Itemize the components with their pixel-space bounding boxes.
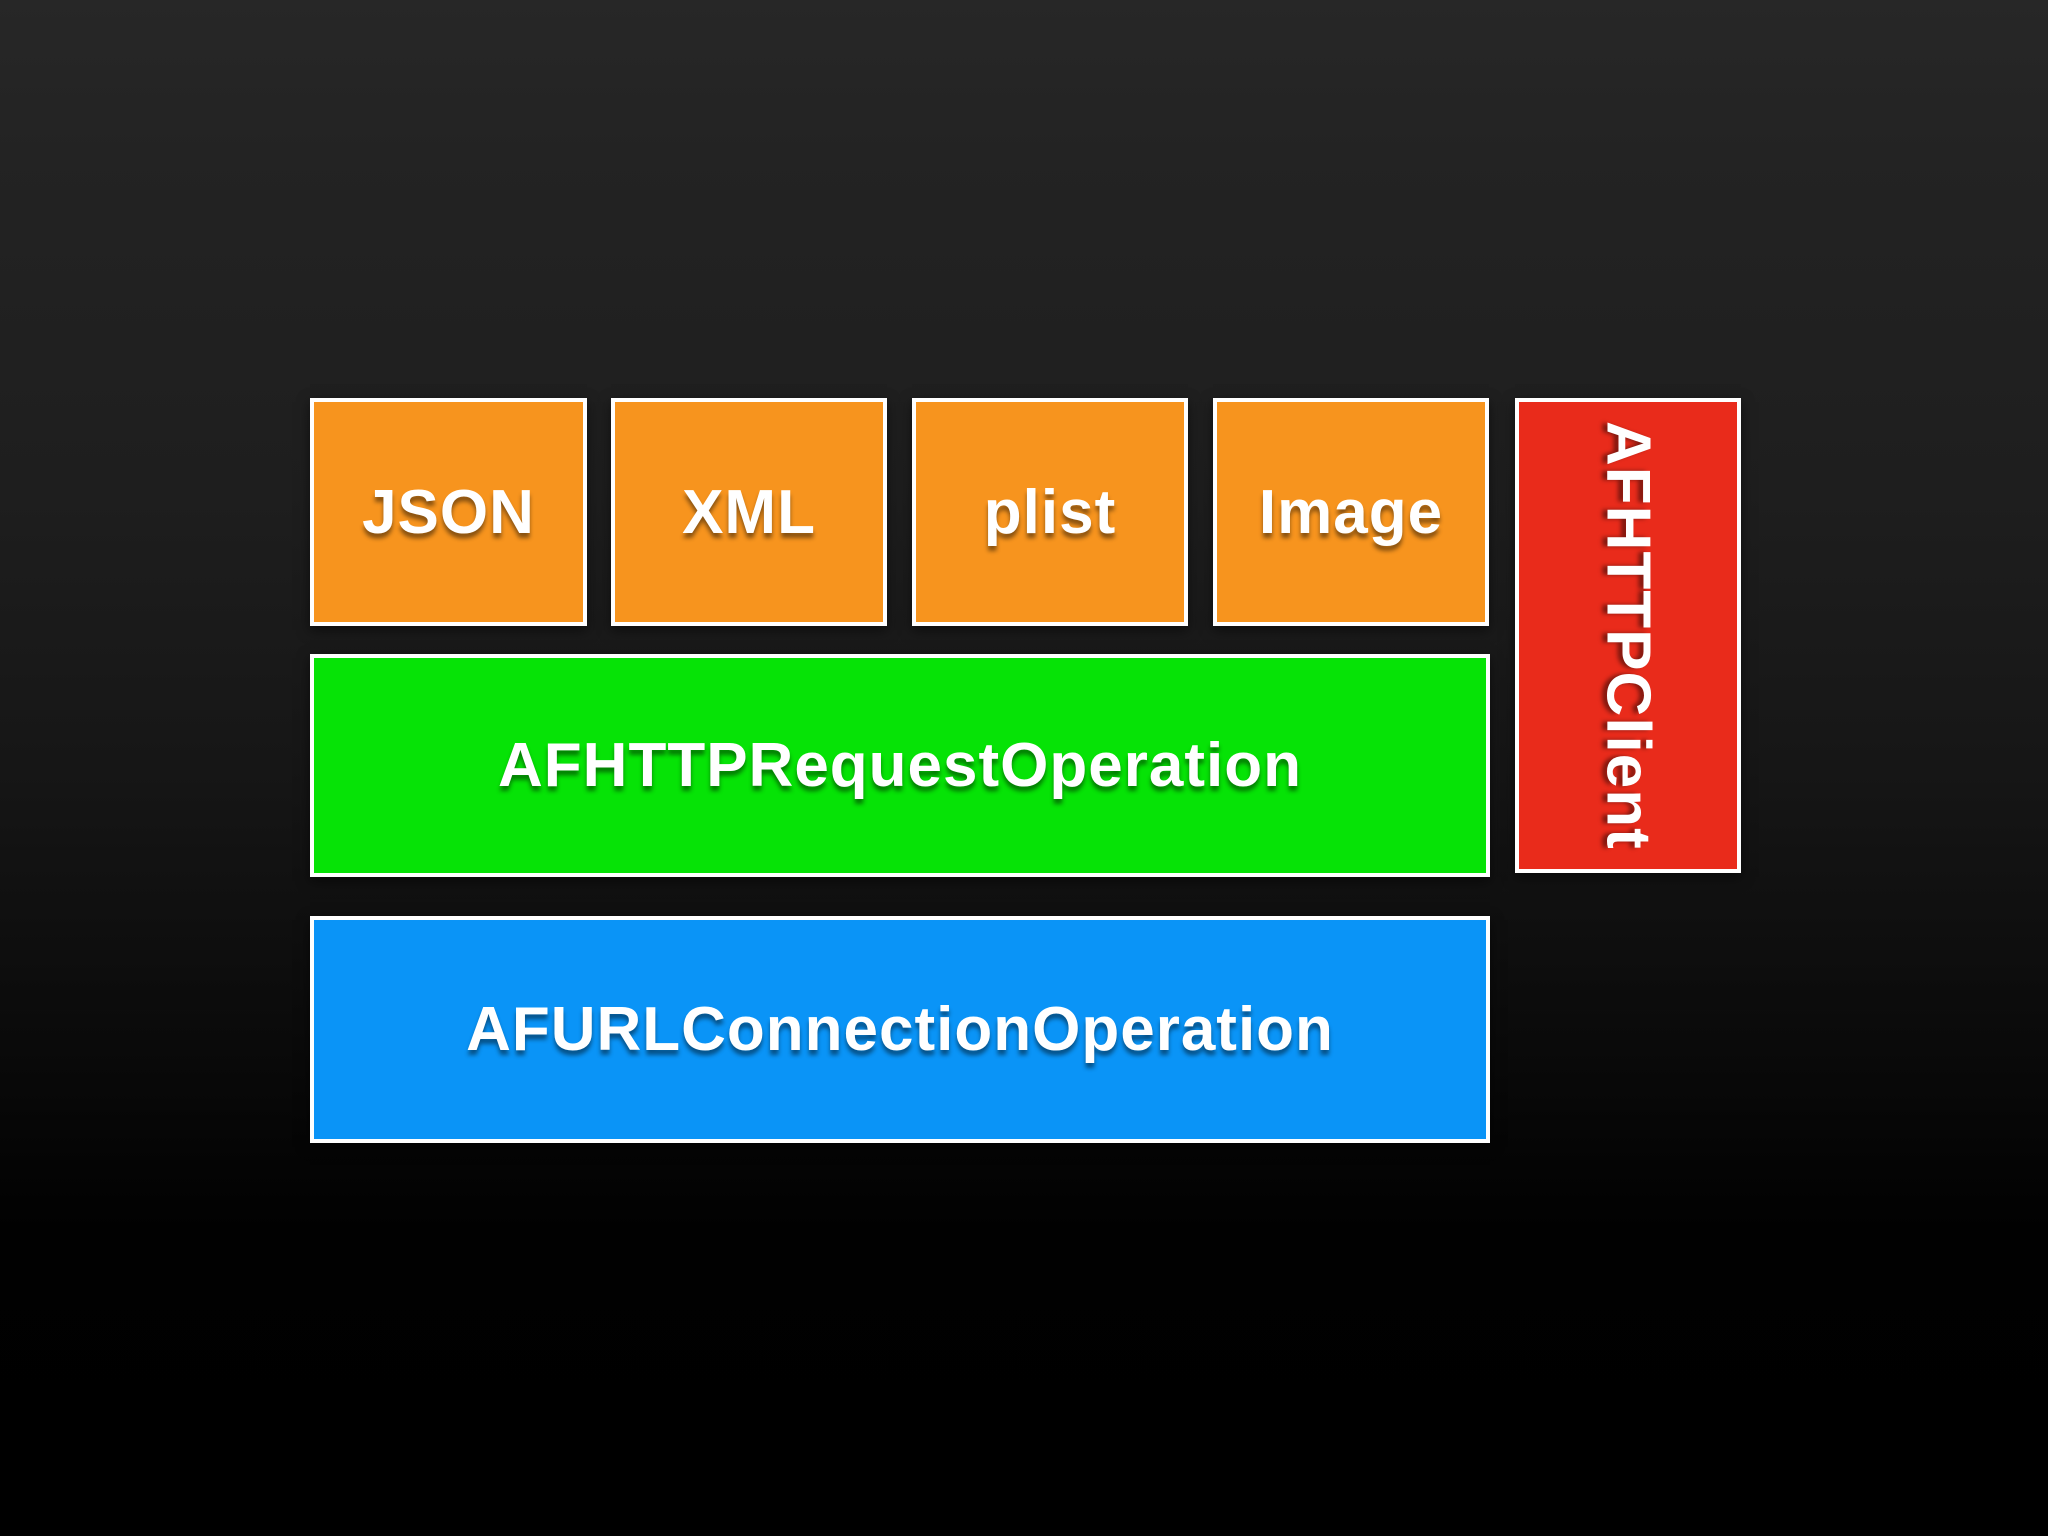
serializer-box-image: Image xyxy=(1213,398,1489,626)
connection-operation-label: AFURLConnectionOperation xyxy=(466,995,1334,1064)
http-client-label: AFHTTPClient xyxy=(1593,421,1663,850)
serializer-box-json-label: JSON xyxy=(362,477,535,547)
serializer-box-image-label: Image xyxy=(1258,477,1444,547)
request-operation-box: AFHTTPRequestOperation xyxy=(310,654,1490,877)
serializer-box-json: JSON xyxy=(310,398,587,626)
serializer-box-xml: XML xyxy=(611,398,887,626)
serializer-box-plist-label: plist xyxy=(983,477,1117,547)
serializer-box-xml-label: XML xyxy=(682,477,816,547)
request-operation-label: AFHTTPRequestOperation xyxy=(498,731,1302,800)
connection-operation-box: AFURLConnectionOperation xyxy=(310,916,1490,1143)
http-client-box: AFHTTPClient xyxy=(1515,398,1741,873)
serializer-box-plist: plist xyxy=(912,398,1188,626)
